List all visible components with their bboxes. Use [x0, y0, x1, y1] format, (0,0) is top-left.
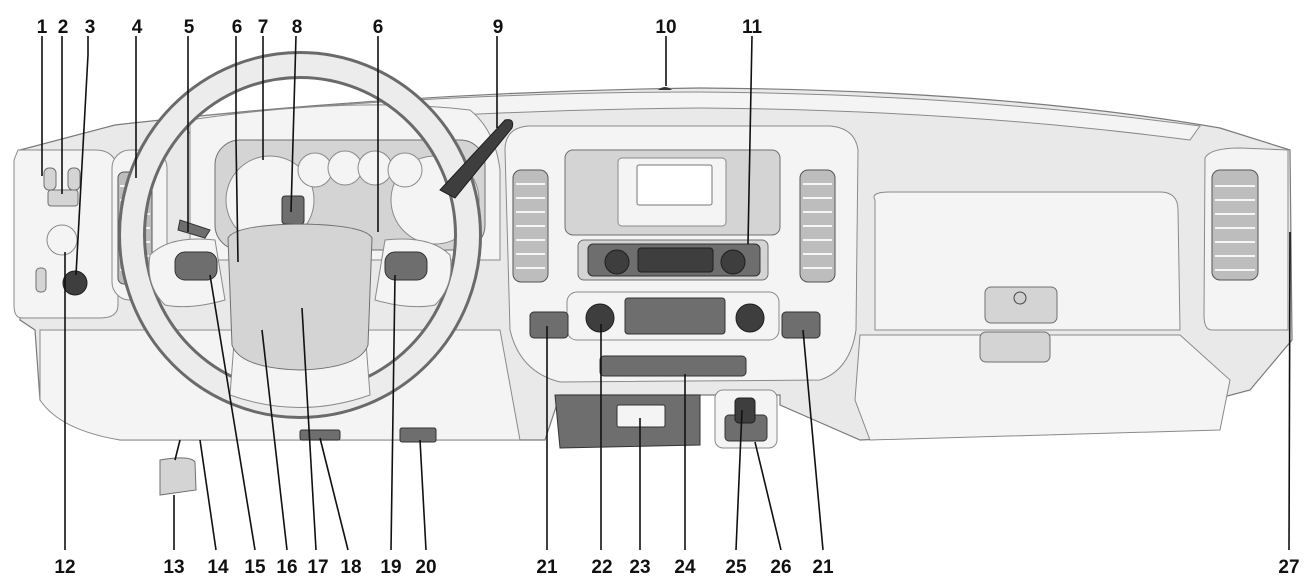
- callout-13: 13: [163, 557, 184, 578]
- callout-26: 26: [770, 557, 791, 578]
- callout-18: 18: [340, 557, 361, 578]
- callout-10: 10: [655, 17, 676, 38]
- callout-25: 25: [725, 557, 747, 578]
- leader-lines: [41, 35, 1291, 551]
- callout-4: 4: [132, 17, 143, 38]
- callout-8: 8: [292, 17, 303, 38]
- callout-labels-top: 1 2 3 4 5 6 7 8 6 9 10 11: [37, 17, 763, 38]
- callout-9: 9: [493, 17, 504, 38]
- callout-14: 14: [207, 557, 229, 578]
- callout-20: 20: [415, 557, 436, 578]
- callout-21-right: 21: [812, 557, 834, 578]
- callout-3: 3: [85, 17, 96, 38]
- callout-27: 27: [1278, 557, 1299, 578]
- callout-16: 16: [276, 557, 297, 578]
- callout-labels-bottom: 12 13 14 15 16 17 18 19 20 21 22 23 24 2…: [54, 557, 1299, 578]
- callout-19: 19: [380, 557, 401, 578]
- callout-2: 2: [58, 17, 69, 38]
- callout-6-right: 6: [373, 17, 384, 38]
- callout-11: 11: [742, 17, 763, 38]
- steering-wheel: [118, 51, 514, 419]
- center-stack: [504, 125, 859, 449]
- callout-24: 24: [674, 557, 696, 578]
- callout-22: 22: [591, 557, 612, 578]
- callout-7: 7: [258, 17, 269, 38]
- callout-1: 1: [37, 17, 48, 38]
- callout-6-left: 6: [232, 17, 243, 38]
- callout-12: 12: [54, 557, 75, 578]
- left-pod-controls: [35, 167, 88, 296]
- callout-23: 23: [629, 557, 650, 578]
- callout-15: 15: [244, 557, 266, 578]
- callout-21-left: 21: [536, 557, 558, 578]
- callout-17: 17: [307, 557, 328, 578]
- callout-5: 5: [184, 17, 195, 38]
